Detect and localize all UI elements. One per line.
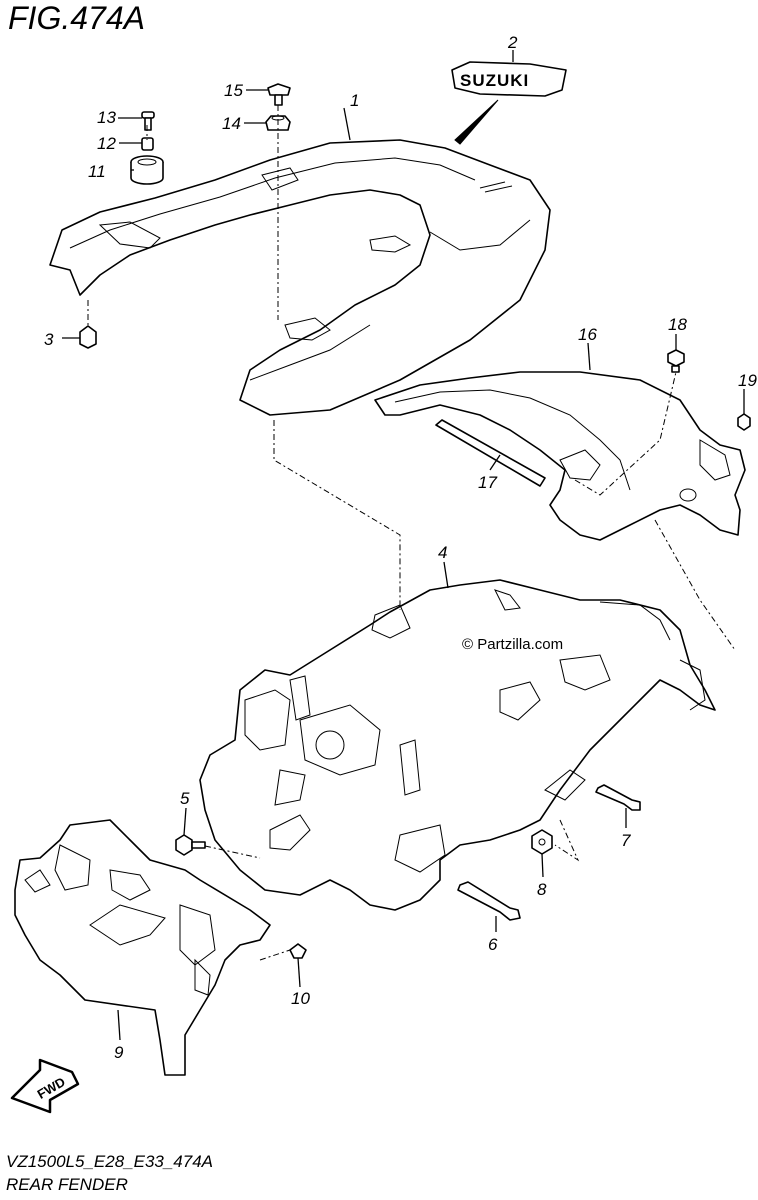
callout-3: 3 bbox=[44, 330, 54, 349]
callout-numbers: 1 2 3 4 5 6 7 8 9 10 11 12 13 14 15 16 1… bbox=[44, 33, 757, 1062]
callout-15: 15 bbox=[224, 81, 243, 100]
callout-17: 17 bbox=[478, 473, 497, 492]
nut-part-8 bbox=[531, 829, 553, 855]
seat-cowl-part bbox=[49, 139, 551, 416]
callout-6: 6 bbox=[488, 935, 498, 954]
suzuki-emblem-part: SUZUKI bbox=[451, 61, 567, 97]
callout-5: 5 bbox=[180, 789, 190, 808]
callout-18: 18 bbox=[668, 315, 687, 334]
alignment-lines bbox=[87, 105, 736, 961]
emblem-text: SUZUKI bbox=[460, 71, 529, 90]
fwd-arrow: FWD bbox=[10, 1058, 80, 1114]
strip-part-17 bbox=[435, 419, 546, 487]
callout-19: 19 bbox=[738, 371, 757, 390]
bolt-part-5 bbox=[175, 834, 206, 856]
callout-9: 9 bbox=[114, 1043, 124, 1062]
callout-12: 12 bbox=[97, 134, 116, 153]
tray-part-9 bbox=[14, 819, 271, 1076]
callout-14: 14 bbox=[222, 114, 241, 133]
leader-lines bbox=[62, 50, 745, 1041]
rear-fender-part-4 bbox=[199, 579, 716, 911]
callout-2: 2 bbox=[507, 33, 518, 52]
callout-10: 10 bbox=[291, 989, 310, 1008]
collar-part-12 bbox=[141, 137, 154, 151]
bolt-part-13 bbox=[141, 111, 155, 131]
cushion-part-11 bbox=[130, 155, 164, 185]
callout-7: 7 bbox=[621, 831, 631, 850]
callout-16: 16 bbox=[578, 325, 597, 344]
screw-part-19 bbox=[737, 413, 751, 431]
callout-8: 8 bbox=[537, 880, 547, 899]
bolt-part-6 bbox=[457, 881, 521, 921]
figure-code: VZ1500L5_E28_E33_474A bbox=[6, 1152, 214, 1171]
callout-4: 4 bbox=[438, 543, 447, 562]
bolt-part-7 bbox=[595, 784, 641, 811]
watermark: © Partzilla.com bbox=[462, 636, 564, 653]
figure-title: FIG.474A bbox=[8, 0, 145, 36]
inner-cover-part-16 bbox=[374, 371, 746, 541]
clip-part-10 bbox=[289, 943, 307, 959]
callout-1: 1 bbox=[350, 91, 359, 110]
nut-part-3 bbox=[79, 325, 97, 349]
callout-13: 13 bbox=[97, 108, 116, 127]
screw-part-15 bbox=[267, 83, 291, 106]
emblem-arrow bbox=[454, 99, 499, 145]
screw-part-18 bbox=[667, 349, 685, 373]
callout-11: 11 bbox=[88, 162, 106, 181]
figure-name: REAR FENDER bbox=[6, 1175, 128, 1194]
